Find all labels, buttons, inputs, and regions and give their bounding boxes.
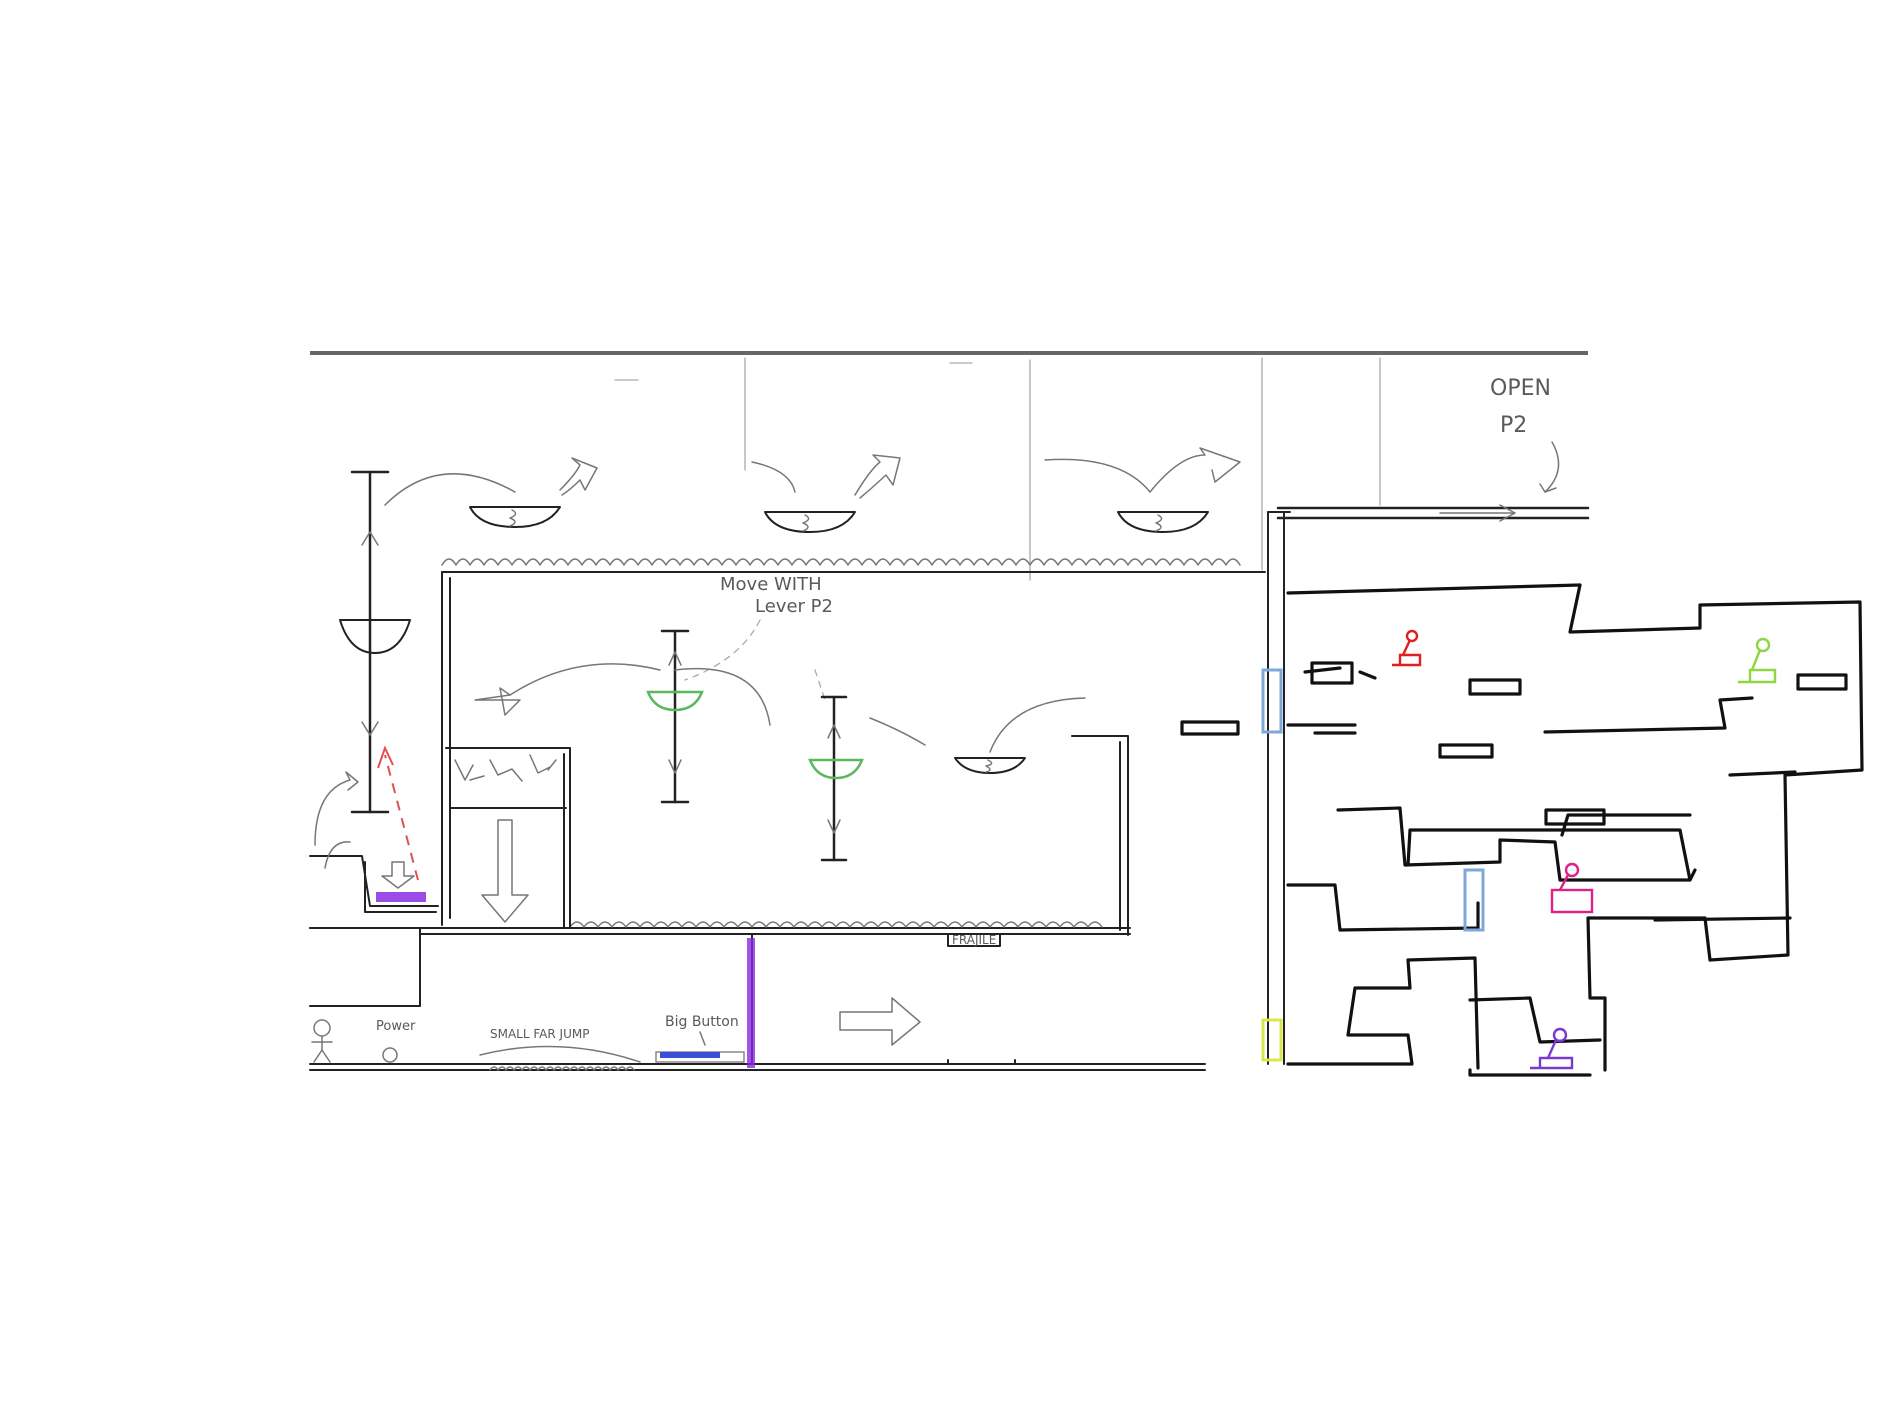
right-divider-wall <box>1263 512 1290 1064</box>
right-arrow-icon <box>840 998 920 1045</box>
left-vertical-platform <box>340 472 410 812</box>
open-p2-arrow <box>1545 442 1559 492</box>
blue-door-upper <box>1263 670 1281 732</box>
power-label: Power <box>376 1019 416 1034</box>
open-label: OPEN <box>1490 376 1551 401</box>
player-icon <box>314 1020 330 1036</box>
lower-corridor: FRAJILE <box>310 933 1205 1070</box>
room-arrows <box>475 664 1085 773</box>
faint-column-lines <box>615 358 1380 580</box>
blue-door-lower <box>1465 870 1483 930</box>
small-far-jump-label: SMALL FAR JUMP <box>490 1027 589 1041</box>
bottom-left-hud: Power SMALL FAR JUMP Big Button <box>312 1014 744 1070</box>
lever-icon <box>1738 639 1775 682</box>
fragile-label: FRAJILE <box>952 933 996 947</box>
move-with-label: Move WITH <box>720 574 822 595</box>
lever-icon <box>1530 1029 1572 1068</box>
left-alcove <box>310 748 438 1006</box>
power-icon <box>383 1048 397 1062</box>
down-arrow-icon <box>382 862 414 888</box>
big-button-label: Big Button <box>665 1014 739 1030</box>
upper-bowl-platforms <box>385 448 1240 532</box>
yellow-door <box>1263 1020 1281 1060</box>
purple-door <box>747 938 755 1068</box>
crumbling-block <box>446 748 570 928</box>
opening-passage <box>1278 508 1588 518</box>
down-arrow-icon <box>482 820 528 922</box>
p2-label: P2 <box>1500 413 1527 438</box>
lever-p2-label: Lever P2 <box>755 596 833 617</box>
green-moving-platforms <box>648 631 862 860</box>
lever-icon <box>1392 631 1420 665</box>
maze-levers <box>1392 631 1775 1068</box>
